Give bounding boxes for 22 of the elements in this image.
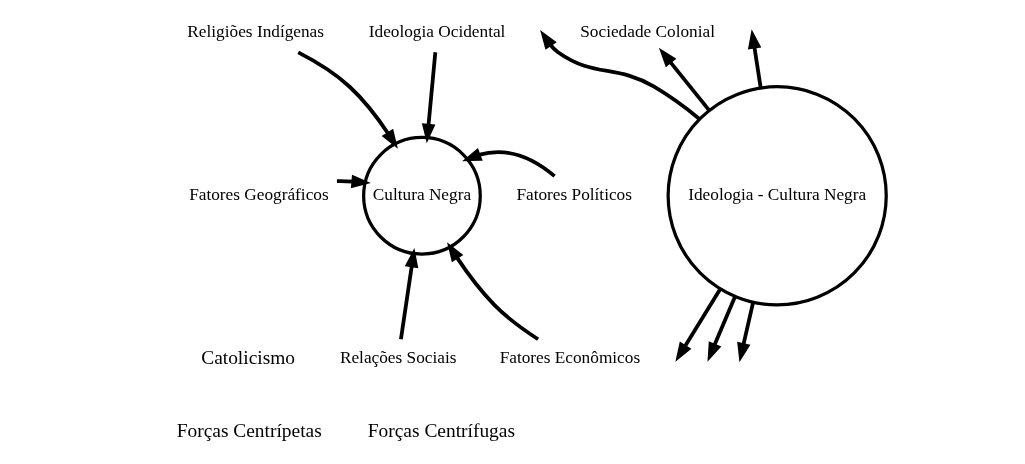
node-text: Sociedade Colonial [579,21,715,41]
node-text: Fatores Econômicos [499,347,640,367]
node-text: Fatores Políticos [515,184,632,204]
label: Forças Centrípetas [176,419,322,441]
node-text: Fatores Geográficos [188,184,329,204]
node-text: Ideologia Ocidental [368,21,505,41]
arrow [398,247,418,340]
node-text: Religiões Indígenas [186,21,324,41]
arrow [674,287,722,362]
arrow [296,50,398,149]
arrow [736,301,755,362]
arrow [446,241,539,341]
arrow [539,29,701,120]
arrow [421,51,437,143]
arrow [706,295,737,362]
arrow [747,28,762,88]
arrow [658,47,711,112]
node-text: Relações Sociais [339,347,456,367]
label: Catolicismo [200,346,295,368]
node-circle: Ideologia - Cultura Negra [666,84,888,306]
arrow [461,147,556,178]
label: Forças Centrífugas [367,419,515,441]
